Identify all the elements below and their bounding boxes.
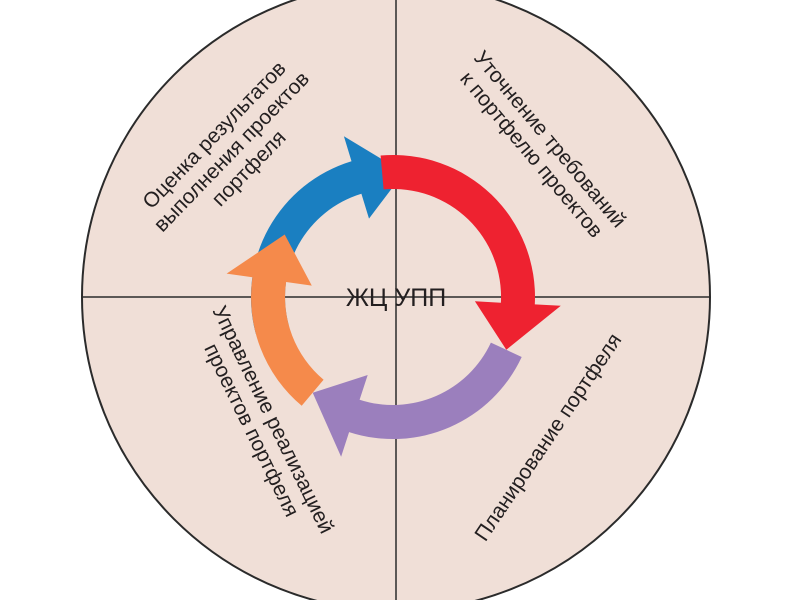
red-arrow bbox=[380, 154, 561, 350]
cycle-arrows bbox=[226, 136, 561, 457]
purple-arrow bbox=[312, 342, 522, 457]
orange-arrow bbox=[226, 234, 324, 406]
blue-arrow bbox=[250, 136, 404, 334]
center-label: ЖЦ УПП bbox=[346, 284, 446, 312]
